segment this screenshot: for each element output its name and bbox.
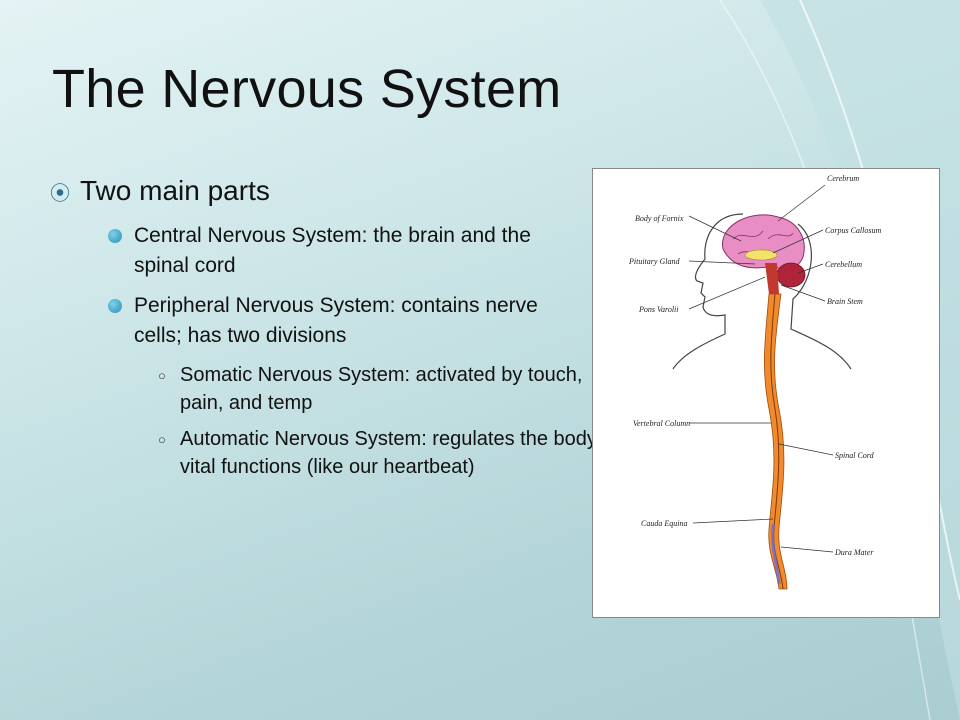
bullet-text: Peripheral Nervous System: contains nerv… xyxy=(134,294,538,347)
bullet-level-2: Peripheral Nervous System: contains nerv… xyxy=(108,291,580,351)
label-brain-stem: Brain Stem xyxy=(827,297,863,306)
bullet-text: Somatic Nervous System: activated by tou… xyxy=(180,364,583,414)
label-vertebral-column: Vertebral Column xyxy=(633,419,690,428)
slide-title: The Nervous System xyxy=(52,59,562,119)
label-cerebellum: Cerebellum xyxy=(825,260,862,269)
anatomy-illustration: Cerebrum Body of Fornix Corpus Callosum … xyxy=(628,174,881,590)
bullet-level-1: ⦿ Two main parts xyxy=(50,175,580,207)
label-cauda-equina: Cauda Equina xyxy=(641,519,687,528)
label-spinal-cord: Spinal Cord xyxy=(835,451,875,460)
bullet-list: ⦿ Two main parts Central Nervous System:… xyxy=(50,175,611,489)
bullet-level-3: ○ Automatic Nervous System: regulates th… xyxy=(158,425,618,481)
hollow-circle-bullet-icon: ○ xyxy=(158,368,166,383)
brain-stem-shape xyxy=(765,263,779,294)
cerebellum-shape xyxy=(776,262,806,288)
circle-bullet-icon xyxy=(108,229,122,243)
bullet-text: Automatic Nervous System: regulates the … xyxy=(180,428,611,478)
circle-bullet-icon xyxy=(108,299,122,313)
label-corpus-callosum: Corpus Callosum xyxy=(825,226,881,235)
bullet-level-3: ○ Somatic Nervous System: activated by t… xyxy=(158,361,618,417)
label-pituitary-gland: Pituitary Gland xyxy=(628,257,680,266)
hollow-circle-bullet-icon: ○ xyxy=(158,432,166,447)
target-bullet-icon: ⦿ xyxy=(50,182,70,205)
bullet-text: Central Nervous System: the brain and th… xyxy=(134,224,531,277)
corpus-callosum-shape xyxy=(744,249,778,261)
label-dura-mater: Dura Mater xyxy=(834,548,874,557)
label-pons-varolii: Pons Varolii xyxy=(638,305,678,314)
label-body-of-fornix: Body of Fornix xyxy=(635,214,684,223)
bullet-level-2: Central Nervous System: the brain and th… xyxy=(108,221,580,281)
spinal-column-shape xyxy=(764,293,788,590)
body-silhouette xyxy=(672,213,852,370)
label-cerebrum: Cerebrum xyxy=(827,174,859,183)
cerebrum-shape xyxy=(722,214,805,269)
bullet-text: Two main parts xyxy=(80,175,270,206)
nervous-system-diagram: Cerebrum Body of Fornix Corpus Callosum … xyxy=(592,168,940,618)
